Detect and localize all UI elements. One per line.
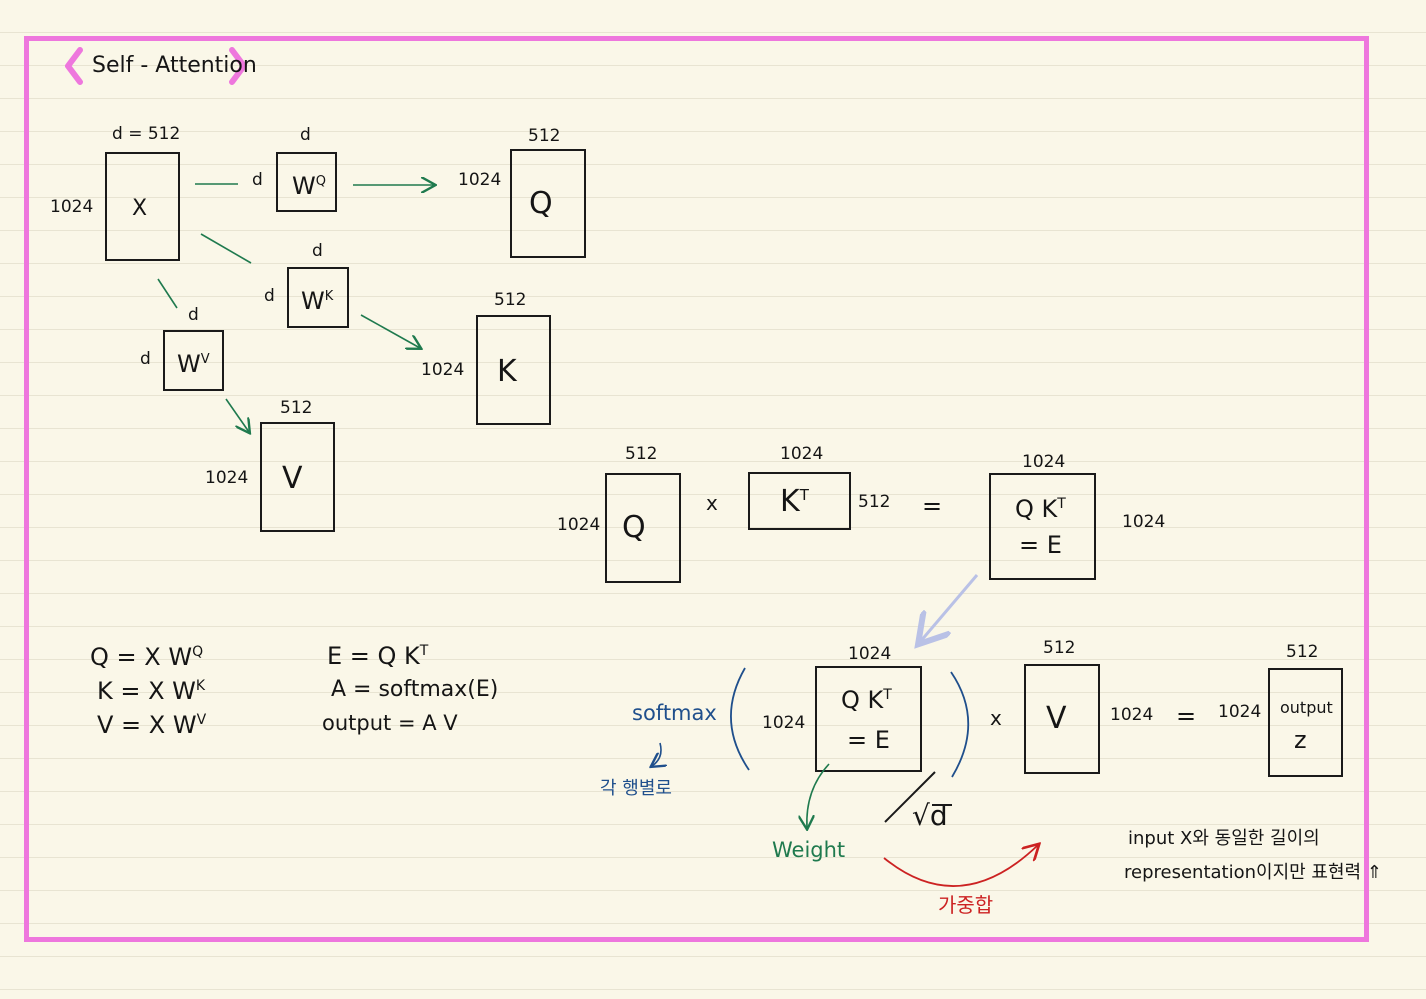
matrix-output-z: output z [1268,668,1343,777]
mult1-kt-side-dim: 512 [858,492,891,512]
mult1-matrix-kt: KT [748,472,851,530]
mult2-matrix-e-line2: = E [847,726,890,754]
wq-side-dim: d [252,170,263,190]
mult2-v-top-dim: 512 [1043,638,1076,658]
mult1-q-top-dim: 512 [625,444,658,464]
output-side-dim: 1024 [1218,702,1262,722]
x-top-dim: d = 512 [112,124,181,144]
wv-side-dim: d [140,349,151,369]
matrix-x-label: X [132,196,148,221]
mult1-matrix-e-line2: = E [1019,531,1062,559]
matrix-x: X [105,152,180,261]
mult2-matrix-e-line1: Q KT [841,686,892,714]
weighted-sum-label: 가중합 [938,893,994,917]
wq-top-dim: d [300,125,311,145]
mult2-matrix-v: V [1024,664,1100,774]
formula-a: A = softmax(E) [331,677,499,702]
matrix-wq-label: WQ [292,172,326,200]
matrix-q: Q [510,149,586,258]
mult1-matrix-q: Q [605,473,681,583]
note-line-2: representation이지만 표현력 ⇑ [1124,862,1382,883]
mult1-matrix-q-label: Q [622,510,646,545]
matrix-wk-label: WK [301,287,334,315]
mult2-matrix-v-label: V [1046,701,1067,736]
wk-top-dim: d [312,241,323,261]
wk-side-dim: d [264,286,275,306]
matrix-q-label: Q [529,186,553,221]
v-top-dim: 512 [280,398,313,418]
formula-output: output = A V [322,711,458,735]
mult1-times: x [706,491,718,515]
matrix-k-label: K [497,354,517,389]
mult2-times: x [990,706,1002,730]
matrix-output-z-label: z [1294,726,1307,754]
matrix-wk: WK [287,267,349,328]
note-line-1: input X와 동일한 길이의 [1128,828,1320,849]
k-top-dim: 512 [494,290,527,310]
mult1-matrix-kt-label: KT [780,484,809,519]
formula-k: K = X WK [97,677,206,705]
matrix-wv: WV [163,330,224,391]
note-frame [24,36,1369,942]
mult1-e-top-dim: 1024 [1022,452,1066,472]
mult2-e-side-dim: 1024 [762,713,806,733]
mult2-equals: = [1176,702,1197,730]
softmax-label: softmax [632,701,717,725]
matrix-v: V [260,422,335,532]
mult1-q-side-dim: 1024 [557,515,601,535]
formula-v: V = X WV [97,711,207,739]
wv-top-dim: d [188,305,199,325]
mult1-kt-top-dim: 1024 [780,444,824,464]
x-side-dim: 1024 [50,197,94,217]
matrix-wq: WQ [276,152,337,212]
formula-e: E = Q KT [327,642,429,670]
output-top-dim: 512 [1286,642,1319,662]
formula-q: Q = X WQ [90,643,204,671]
mult1-matrix-e-line1: Q KT [1015,495,1066,523]
v-side-dim: 1024 [205,468,249,488]
mult2-v-side-dim: 1024 [1110,705,1154,725]
matrix-wv-label: WV [177,350,210,378]
sqrt-d: √d [912,799,948,832]
weight-label: Weight [772,838,846,862]
matrix-k: K [476,315,551,425]
k-side-dim: 1024 [421,360,465,380]
mult1-equals: = [922,492,943,520]
q-side-dim: 1024 [458,170,502,190]
mult1-matrix-e: Q KT = E [989,473,1096,580]
matrix-output-label: output [1280,698,1333,717]
mult2-e-top-dim: 1024 [848,644,892,664]
mult1-e-side-dim: 1024 [1122,512,1166,532]
page-title: Self - Attention [92,53,257,78]
mult2-matrix-e: Q KT = E [815,666,922,772]
q-top-dim: 512 [528,126,561,146]
matrix-v-label: V [282,461,303,496]
row-wise-note: 각 행별로 [600,778,672,799]
